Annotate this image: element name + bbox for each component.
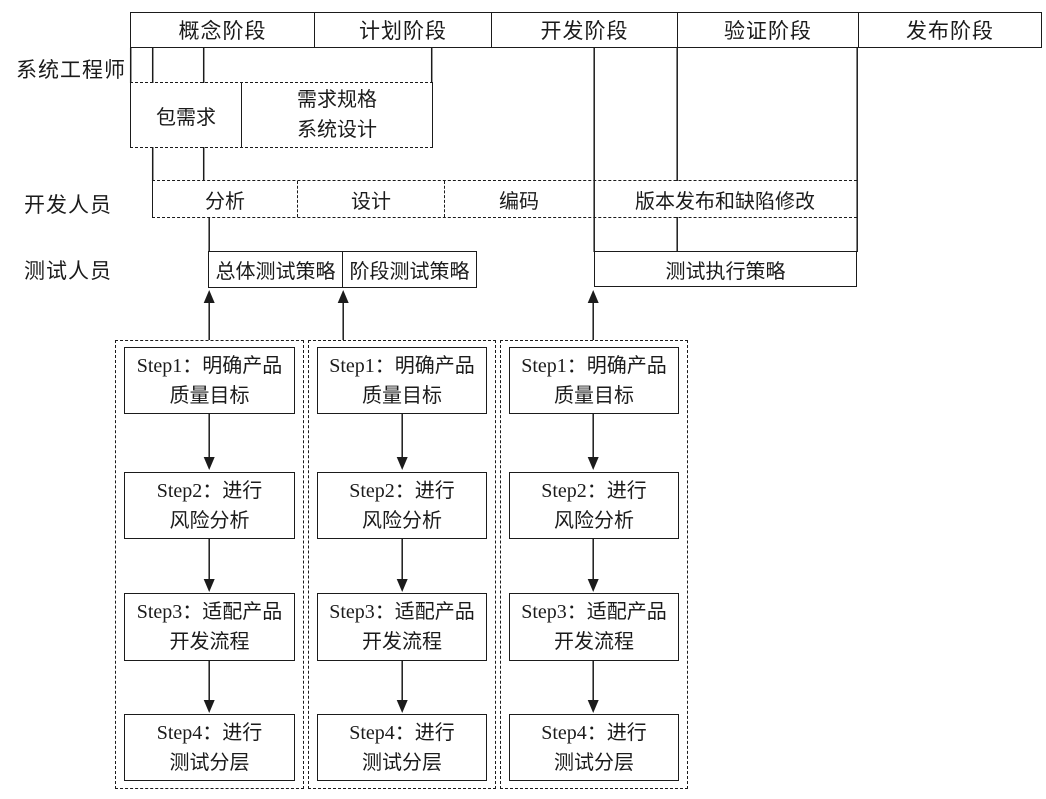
- phase-cell-verify: 验证阶段: [678, 13, 859, 47]
- step-line: Step4：进行: [541, 721, 647, 744]
- step-line: 风险分析: [362, 509, 442, 532]
- dev-cell-design: 设计: [298, 181, 445, 217]
- phase-cell-concept: 概念阶段: [131, 13, 315, 47]
- step-box-2: Step2：进行 风险分析: [317, 472, 487, 539]
- flow-overall-strategy-steps: Step1：明确产品 质量目标 Step2：进行 风险分析 Step3：适配产品…: [115, 340, 304, 789]
- sys-design-line: 系统设计: [297, 119, 377, 141]
- box-overall-test-strategy: 总体测试策略: [209, 252, 343, 287]
- role-label-tester: 测试人员: [24, 259, 112, 283]
- role-label-system-engineer: 系统工程师: [16, 58, 126, 82]
- step-line: Step1：明确产品: [329, 354, 475, 377]
- step-box-4: Step4：进行 测试分层: [317, 714, 487, 781]
- phase-cell-plan: 计划阶段: [315, 13, 492, 47]
- step-box-1: Step1：明确产品 质量目标: [124, 347, 295, 414]
- role-label-developer: 开发人员: [24, 193, 112, 217]
- step-box-4: Step4：进行 测试分层: [124, 714, 295, 781]
- step-line: Step2：进行: [156, 479, 263, 502]
- box-package-requirements: 包需求: [131, 83, 242, 147]
- system-engineer-activity-box: 包需求 需求规格 系统设计: [130, 82, 433, 148]
- step-line: 风险分析: [169, 509, 250, 532]
- phase-cell-release: 发布阶段: [906, 19, 994, 43]
- step-line: Step2：进行: [349, 479, 455, 502]
- step-line: Step1：明确产品: [136, 354, 283, 377]
- step-box-1: Step1：明确产品 质量目标: [317, 347, 487, 414]
- step-line: 测试分层: [554, 751, 634, 774]
- req-spec-line: 需求规格: [297, 89, 377, 111]
- step-box-2: Step2：进行 风险分析: [124, 472, 295, 539]
- test-strategy-boxes: 总体测试策略 阶段测试策略: [208, 251, 477, 288]
- step-line: 测试分层: [169, 751, 250, 774]
- dev-cell-analysis: 分析: [153, 181, 298, 217]
- step-line: 质量目标: [169, 384, 250, 407]
- step-line: 质量目标: [554, 384, 634, 407]
- flow-phase-strategy-steps: Step1：明确产品 质量目标 Step2：进行 风险分析 Step3：适配产品…: [308, 340, 496, 789]
- step-line: 开发流程: [554, 631, 634, 653]
- box-test-execution-strategy: 测试执行策略: [594, 251, 857, 287]
- step-line: Step4：进行: [156, 721, 263, 744]
- box-phase-test-strategy: 阶段测试策略: [349, 261, 470, 283]
- step-box-4: Step4：进行 测试分层: [509, 714, 679, 781]
- step-box-1: Step1：明确产品 质量目标: [509, 347, 679, 414]
- step-line: 开发流程: [169, 631, 250, 653]
- step-box-3: Step3：适配产品 开发流程: [317, 593, 487, 661]
- step-line: 风险分析: [554, 509, 634, 532]
- box-req-spec-and-sys-design: 需求规格 系统设计: [242, 83, 432, 147]
- step-line: Step3：适配产品: [521, 601, 667, 623]
- step-line: Step4：进行: [349, 721, 455, 744]
- phase-header-row: 概念阶段 计划阶段 开发阶段 验证阶段 发布阶段: [130, 12, 1042, 48]
- flow-execution-strategy-steps: Step1：明确产品 质量目标 Step2：进行 风险分析 Step3：适配产品…: [500, 340, 688, 789]
- step-line: 开发流程: [362, 631, 442, 653]
- step-box-2: Step2：进行 风险分析: [509, 472, 679, 539]
- step-line: Step2：进行: [541, 479, 647, 502]
- step-line: Step3：适配产品: [329, 601, 475, 623]
- step-line: Step1：明确产品: [521, 354, 667, 377]
- step-box-3: Step3：适配产品 开发流程: [124, 593, 295, 661]
- dev-cell-coding: 编码: [499, 190, 539, 213]
- step-line: 质量目标: [362, 384, 442, 407]
- developer-activity-row: 分析 设计 编码 版本发布和缺陷修改: [152, 180, 857, 218]
- step-line: Step3：适配产品: [136, 601, 283, 623]
- phase-cell-develop: 开发阶段: [492, 13, 678, 47]
- dev-cell-release-and-defect-fix: 版本发布和缺陷修改: [635, 190, 815, 213]
- step-line: 测试分层: [362, 751, 442, 774]
- step-box-3: Step3：适配产品 开发流程: [509, 593, 679, 661]
